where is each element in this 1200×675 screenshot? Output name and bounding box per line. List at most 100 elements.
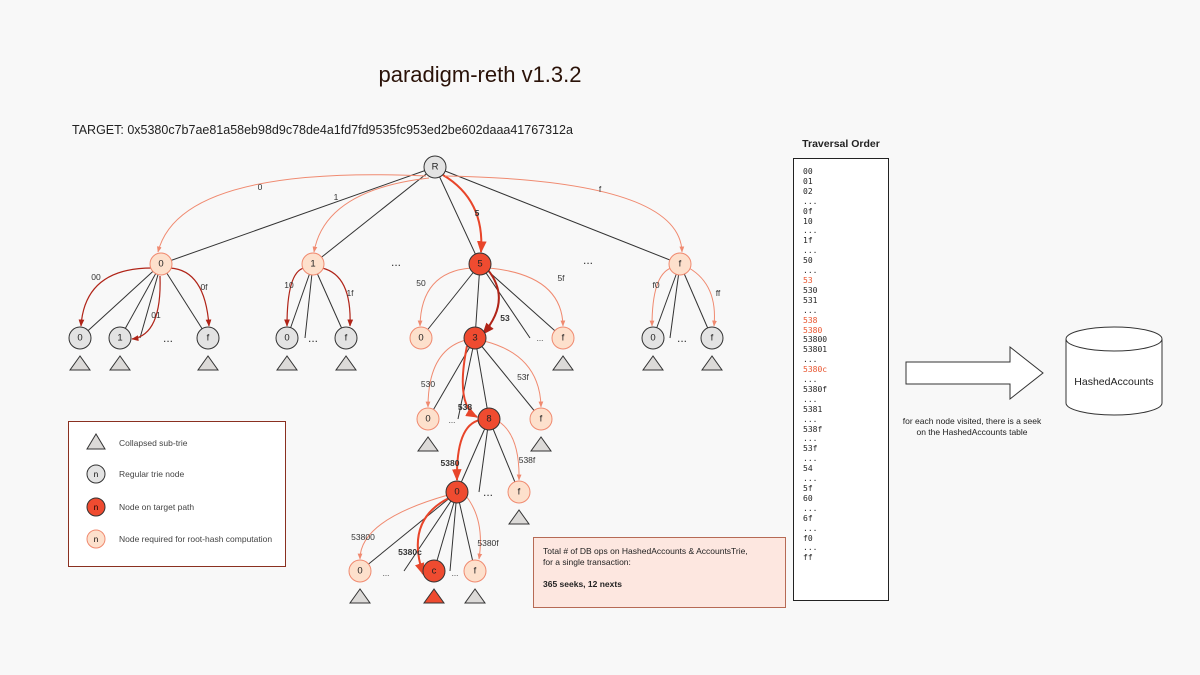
traversal-item: ... [803,414,818,424]
traversal-item: ... [803,523,818,533]
collapsed-subtrie-icon [109,355,131,371]
node-5f [551,326,575,350]
traversal-item: 5380c [803,365,828,375]
traversal-order-title: Traversal Order [802,138,880,150]
node-5 [468,252,492,276]
traversal-item: 53 [803,275,813,285]
collapsed-subtrie-icon [69,355,91,371]
edge-label-538: 538 [458,402,472,412]
traversal-item: ... [803,474,818,484]
traversal-item: ... [803,543,818,553]
traversal-item: 0f [803,206,813,216]
root-node-label: R [432,162,439,173]
node-label: f [207,333,210,344]
edge-label-53800: 53800 [351,532,375,542]
traversal-item: 530 [803,285,818,295]
traversal-item: ... [803,246,818,256]
legend-collapsed: Collapsed sub-trie [119,438,188,448]
summary-line-1: Total # of DB ops on HashedAccounts & Ac… [543,546,748,556]
node-label: f [345,333,348,344]
node-label: f [679,259,682,270]
target-node-symbol [86,497,106,517]
ellipsis: ... [449,416,456,425]
traversal-item: ff [803,553,813,563]
legend: n n n Collapsed sub-trie Regular trie no… [68,421,286,567]
traversal-item: 6f [803,513,813,523]
edge-label-01: 01 [151,310,161,320]
edge-label-0: 0 [258,182,263,192]
node-label: f [711,333,714,344]
ellipsis: ... [583,253,593,267]
traversal-item: 5381 [803,404,823,414]
node-label: 0 [357,566,362,577]
ellipsis: ... [383,569,390,578]
node-00 [68,326,92,350]
traversal-item: 5380 [803,325,823,335]
legend-symbol-label: n [94,535,98,544]
legend-target-path: Node on target path [119,502,195,512]
edge-label-f: f [599,184,602,194]
node-f [668,252,692,276]
edge-label-f0: f0 [652,280,659,290]
node-label: 0 [158,259,163,270]
edge-label-5380f: 5380f [477,538,499,548]
traversal-item: 60 [803,493,813,503]
collapsed-subtrie-icon [464,588,486,604]
target-subtrie-icon [423,588,445,604]
database-label: HashedAccounts [1074,376,1154,388]
arrow-to-database [905,345,1044,401]
edge-label-5: 5 [475,208,480,218]
node-5380c [422,559,446,583]
traversal-item: 00 [803,167,813,176]
collapsed-subtrie-icon [349,588,371,604]
traversal-item: ... [803,454,818,464]
node-label: 5 [477,259,482,270]
legend-symbol-label: n [94,503,98,512]
tree-edges [79,166,713,572]
ellipsis: ... [677,331,687,345]
node-label: f [562,333,565,344]
node-label: 0 [425,414,430,425]
node-01 [108,326,132,350]
traversal-item: ... [803,394,818,404]
traversal-item: 01 [803,176,813,186]
ellipsis: ... [537,334,544,343]
legend-symbols: n n n [86,433,106,549]
collapsed-subtrie-icon [276,355,298,371]
legend-required: Node required for root-hash computation [119,534,273,544]
node-ff [700,326,724,350]
traversal-item: 5380f [803,384,828,394]
ellipsis: ... [391,255,401,269]
edge-label-538f: 538f [519,455,536,465]
edge-label-5f: 5f [557,273,565,283]
ellipsis: ... [452,569,459,578]
traversal-item: ... [803,355,818,365]
summary-counts: 365 seeks, 12 nexts [543,579,622,589]
required-node-symbol [86,529,106,549]
traversal-item: ... [803,434,818,444]
traversal-item: 54 [803,464,813,474]
collapsed-subtrie-icon [552,355,574,371]
edge-label-ff: ff [716,288,721,298]
node-label: 1 [117,333,122,344]
traversal-item: 538f [803,424,823,434]
collapsed-subtrie-icon [508,509,530,525]
node-530 [416,407,440,431]
node-label: 0 [77,333,82,344]
node-label: 0 [418,333,423,344]
db-ops-summary: Total # of DB ops on HashedAccounts & Ac… [533,537,786,608]
edge-label-1f: 1f [346,288,354,298]
seek-note: for each node visited, there is a seek o… [902,416,1042,437]
edge-label-50: 50 [416,278,426,288]
traversal-item: f0 [803,533,813,543]
node-1f [334,326,358,350]
traversal-item: ... [803,226,818,236]
node-label: 8 [486,414,491,425]
collapsed-subtrie-icon [642,355,664,371]
seek-curves [78,174,717,576]
node-53f [529,407,553,431]
collapsed-subtrie-icon [86,433,106,450]
ellipsis: ... [483,485,493,499]
